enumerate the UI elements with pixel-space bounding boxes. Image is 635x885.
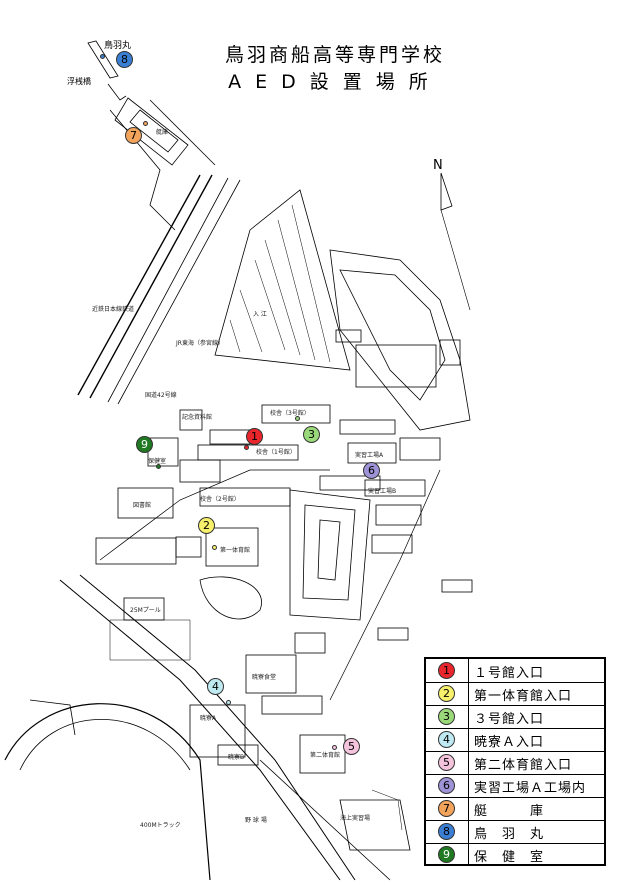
aed-marker-1[interactable]: 1 — [246, 428, 263, 445]
label-pier: 浮桟橋 — [67, 77, 91, 86]
label-kaijo: 海上実習場 — [340, 815, 371, 822]
aed-marker-8[interactable]: 8 — [116, 51, 133, 68]
legend-text-3: ３号館入口 — [474, 712, 545, 727]
legend-marker-3: 3 — [438, 708, 455, 725]
legend-text-1: １号館入口 — [474, 666, 545, 681]
aed-marker-7[interactable]: 7 — [125, 127, 142, 144]
label-inlet: 入 江 — [253, 311, 267, 318]
aed-marker-5[interactable]: 5 — [343, 738, 360, 755]
legend-marker-1: 1 — [438, 662, 455, 679]
aed-pin-2 — [212, 545, 217, 550]
legend-marker-4: 4 — [438, 731, 455, 748]
label-school2: 校舎（2号館） — [200, 496, 240, 503]
aed-pin-1 — [244, 445, 249, 450]
aed-legend: 1 １号館入口 2 第一体育館入口 3 ３号館入口 4 暁寮Ａ入口 5 第二体育… — [424, 657, 606, 866]
legend-row-7: 7 艇 庫 — [426, 797, 604, 821]
aed-marker-2[interactable]: 2 — [198, 517, 215, 534]
legend-marker-5: 5 — [438, 754, 455, 771]
label-memorial: 記念資料館 — [182, 414, 213, 421]
label-library: 図書館 — [133, 502, 152, 509]
legend-row-6: 6 実習工場Ａ工場内 — [426, 774, 604, 798]
map-subtitle: AED設置場所 — [228, 71, 442, 93]
label-track: 400Mトラック — [140, 822, 181, 829]
aed-pin-8 — [100, 54, 105, 59]
aed-pin-5 — [332, 745, 337, 750]
label-dorm-b: 暁寮B — [228, 754, 245, 761]
label-toba-maru: 鳥羽丸 — [104, 41, 132, 51]
legend-text-5: 第二体育館入口 — [474, 758, 573, 773]
legend-text-2: 第一体育館入口 — [474, 689, 573, 704]
label-route42: 国道42号線 — [145, 392, 177, 399]
legend-text-6: 実習工場Ａ工場内 — [474, 781, 587, 796]
legend-text-8: 鳥 羽 丸 — [474, 827, 545, 842]
legend-text-7: 艇 庫 — [474, 804, 545, 819]
label-jr: JR東海（参宮線） — [176, 340, 224, 347]
legend-marker-9: 9 — [438, 846, 455, 863]
label-railway: 近鉄日本線鉄道 — [92, 306, 135, 313]
label-school3: 校舎（3号館） — [270, 410, 310, 417]
label-pool: 25Mプール — [130, 607, 161, 614]
label-baseball: 野 球 場 — [245, 817, 267, 824]
label-health: 保健室 — [148, 458, 167, 465]
aed-pin-3 — [295, 416, 300, 421]
legend-marker-8: 8 — [438, 823, 455, 840]
legend-marker-2: 2 — [438, 685, 455, 702]
aed-marker-4[interactable]: 4 — [207, 678, 224, 695]
label-workshop-b: 実習工場B — [368, 488, 397, 495]
legend-row-9: 9 保 健 室 — [426, 843, 604, 866]
legend-row-1: 1 １号館入口 — [426, 659, 604, 683]
map-title: 鳥羽商船高等専門学校 — [224, 44, 445, 66]
label-dining: 暁寮食堂 — [252, 674, 277, 681]
legend-marker-7: 7 — [438, 800, 455, 817]
legend-text-9: 保 健 室 — [474, 850, 545, 865]
aed-pin-9 — [156, 464, 161, 469]
label-dorm-a: 暁寮A — [200, 715, 217, 722]
label-gym2: 第二体育館 — [310, 752, 341, 759]
legend-row-5: 5 第二体育館入口 — [426, 751, 604, 775]
legend-row-4: 4 暁寮Ａ入口 — [426, 728, 604, 752]
legend-row-2: 2 第一体育館入口 — [426, 682, 604, 706]
aed-pin-7 — [143, 121, 148, 126]
legend-text-4: 暁寮Ａ入口 — [474, 735, 545, 750]
legend-marker-6: 6 — [438, 777, 455, 794]
aed-marker-9[interactable]: 9 — [136, 436, 153, 453]
north-indicator: N — [433, 158, 443, 173]
aed-marker-6[interactable]: 6 — [363, 462, 380, 479]
aed-pin-4 — [226, 700, 231, 705]
legend-row-8: 8 鳥 羽 丸 — [426, 820, 604, 844]
legend-row-3: 3 ３号館入口 — [426, 705, 604, 729]
label-school1: 校舎（1号館） — [256, 449, 296, 456]
label-workshop-a: 実習工場A — [355, 452, 384, 459]
label-gym1: 第一体育館 — [220, 547, 251, 554]
label-boathouse: 艇庫 — [156, 129, 169, 136]
aed-marker-3[interactable]: 3 — [303, 426, 320, 443]
